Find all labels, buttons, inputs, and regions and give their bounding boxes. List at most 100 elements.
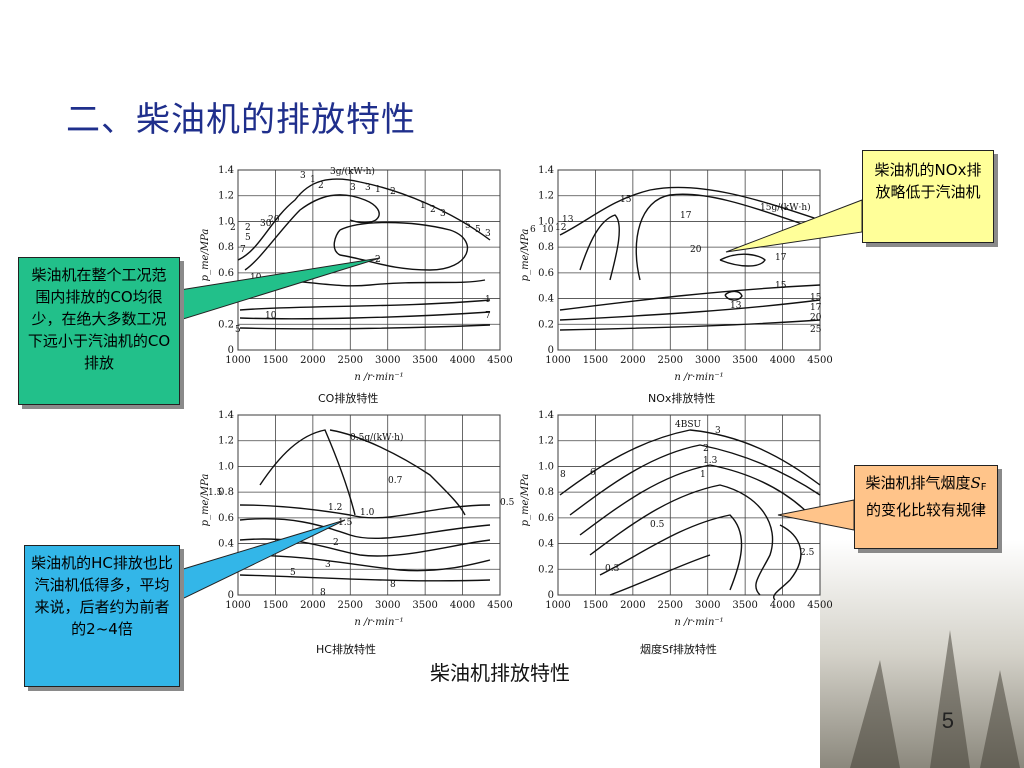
contour-value-label: 2 <box>390 187 396 197</box>
page-number: 5 <box>941 708 954 733</box>
contour-value-label: 25 <box>810 325 822 335</box>
x-axis-label: n /r·min⁻¹ <box>354 617 403 628</box>
y-tick-label: 0.4 <box>218 294 234 305</box>
contour-value-label: 10 <box>265 311 277 321</box>
x-tick-label: 4000 <box>770 600 795 611</box>
contour-value-label: 1.5 <box>338 518 353 528</box>
x-tick-label: 3500 <box>732 355 757 366</box>
nox-callout: 柴油机的NOx排放略低于汽油机 <box>862 150 994 243</box>
y-tick-label: 0.8 <box>538 487 554 498</box>
hc-callout: 柴油机的HC排放也比汽油机低得多，平均来说，后者约为前者的2~4倍 <box>24 545 180 687</box>
y-tick-label: 0.6 <box>218 268 234 279</box>
x-tick-label: 3500 <box>412 600 437 611</box>
contour-value-label: 10 <box>542 225 554 235</box>
x-tick-label: 1000 <box>545 600 570 611</box>
contour-value-label: 13 <box>562 215 574 225</box>
x-tick-label: 1500 <box>583 600 608 611</box>
y-tick-label: 0.8 <box>218 487 234 498</box>
contour-value-label: 8 <box>560 470 566 480</box>
slide-title: 二、柴油机的排放特性 <box>66 100 416 140</box>
smoke-chart-grid <box>557 414 821 596</box>
smoke-chart-caption: 烟度Sf排放特性 <box>640 643 717 656</box>
contour-value-label: 30 <box>260 219 272 229</box>
x-tick-label: 1000 <box>545 355 570 366</box>
contour-value-label: 3 <box>365 183 371 193</box>
contour-value-label: 5 <box>475 225 481 235</box>
y-axis-label: p_me/MPa <box>520 229 531 282</box>
contour-value-label: 7 <box>240 245 246 255</box>
y-tick-label: 0.8 <box>538 242 554 253</box>
contour-value-label: 20 <box>268 215 280 225</box>
contour-value-label: 10 <box>250 273 262 283</box>
contour-value-label: 13 <box>730 301 742 311</box>
contour-value-label: 2 <box>703 444 709 454</box>
x-tick-label: 1500 <box>263 355 288 366</box>
co-unit-label: 3g/(kW·h) <box>330 166 375 177</box>
contour-value-label: 1.3 <box>703 456 718 466</box>
contour-value-label: 0.5 <box>650 520 665 530</box>
x-tick-label: 2500 <box>338 355 363 366</box>
contour-value-label: 6 <box>590 468 596 478</box>
contour-value-label: 3 <box>300 171 306 181</box>
y-tick-label: 1.4 <box>538 410 554 421</box>
x-tick-label: 1000 <box>225 355 250 366</box>
x-tick-label: 2500 <box>338 600 363 611</box>
co-chart-grid <box>237 169 501 351</box>
contour-value-label: 15 <box>620 195 632 205</box>
smoke-unit-label: 4BSU <box>675 420 702 430</box>
x-tick-label: 3000 <box>695 355 720 366</box>
y-tick-label: 0.2 <box>218 319 234 330</box>
contour-value-label: 1 <box>700 470 706 480</box>
y-tick-label: 1.2 <box>218 436 234 447</box>
plot-frame <box>557 414 821 596</box>
contour-value-label: 8 <box>390 580 396 590</box>
contour-value-label: 3 <box>715 426 721 436</box>
contour-value-label: 17 <box>680 211 692 221</box>
y-tick-label: 1.4 <box>538 165 554 176</box>
contour-value-label: 2 <box>245 223 251 233</box>
y-axis-label: p_me/MPa <box>520 474 531 527</box>
x-tick-label: 1000 <box>225 600 250 611</box>
nox-unit-label: 15g/(kW·h) <box>760 202 811 213</box>
contour-value-label: 1.5 <box>208 488 223 498</box>
contour-value-label: 3 <box>485 229 491 239</box>
x-tick-label: 1500 <box>263 600 288 611</box>
contour-value-label: 5 <box>245 233 251 243</box>
y-tick-label: 0 <box>548 590 554 601</box>
x-tick-label: 4000 <box>770 355 795 366</box>
x-tick-label: 4500 <box>807 355 832 366</box>
y-tick-label: 0.4 <box>538 294 554 305</box>
background-tree-image <box>820 540 1024 768</box>
contour-value-label: 5 <box>235 325 241 335</box>
y-tick-label: 1.0 <box>538 461 554 472</box>
smoke-callout-subscript: F <box>980 482 987 493</box>
y-tick-label: 1.2 <box>538 436 554 447</box>
x-tick-label: 2000 <box>300 355 325 366</box>
y-axis-label: p_me/MPa <box>200 229 211 282</box>
contour-value-label: 2.5 <box>800 548 815 558</box>
x-tick-label: 4500 <box>807 600 832 611</box>
y-tick-label: 0.2 <box>218 564 234 575</box>
contour-value-label: 17 <box>810 303 822 313</box>
contour-value-label: 1 <box>375 185 381 195</box>
x-axis-label: n /r·min⁻¹ <box>674 617 723 628</box>
contour-value-label: 15 <box>775 281 787 291</box>
y-tick-label: 1.4 <box>218 165 234 176</box>
y-tick-label: 0.8 <box>218 242 234 253</box>
x-tick-label: 2000 <box>620 355 645 366</box>
contour-value-label: 7 <box>485 311 491 321</box>
contour-value-label: 12 <box>555 223 566 233</box>
y-tick-label: 1.4 <box>218 410 234 421</box>
contour-value-label: 2 <box>230 223 236 233</box>
x-tick-label: 2000 <box>300 600 325 611</box>
contour-value-label: 17 <box>775 253 787 263</box>
y-tick-label: 0 <box>548 345 554 356</box>
y-tick-label: 0.4 <box>218 539 234 550</box>
